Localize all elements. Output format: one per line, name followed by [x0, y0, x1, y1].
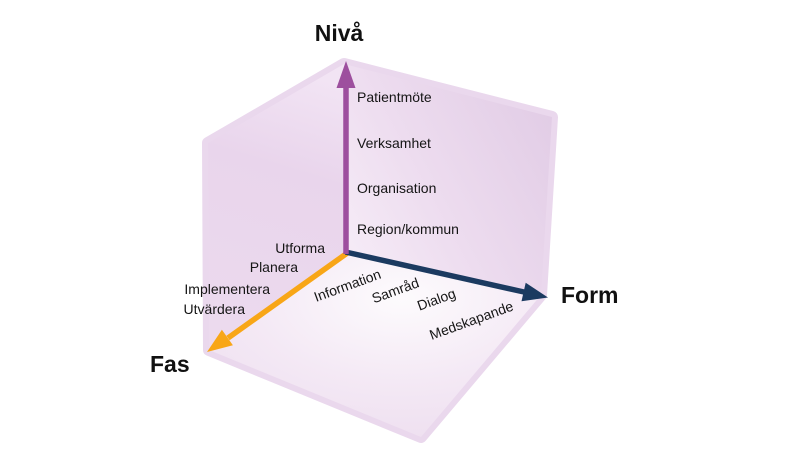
cube-face-bottom: [209, 252, 541, 437]
fas-axis-arrowhead: [207, 329, 233, 352]
niva-label-patientmote: Patientmöte: [357, 89, 432, 105]
niva-label-verksamhet: Verksamhet: [357, 135, 431, 151]
fas-axis-title: Fas: [150, 351, 190, 377]
fas-label-utforma: Utforma: [275, 240, 325, 256]
niva-label-organisation: Organisation: [357, 180, 436, 196]
niva-label-region-kommun: Region/kommun: [357, 221, 459, 237]
form-axis-title: Form: [561, 282, 619, 308]
cube-face-right: [344, 64, 552, 295]
fas-label-utvardera: Utvärdera: [184, 301, 246, 317]
niva-axis-title: Nivå: [315, 20, 364, 46]
fas-label-implementera: Implementera: [184, 281, 270, 297]
fas-label-planera: Planera: [250, 259, 298, 275]
form-axis-arrowhead: [521, 282, 548, 302]
form-axis-line: [344, 249, 525, 295]
niva-axis-arrowhead: [336, 61, 356, 88]
fas-axis-line: [226, 250, 350, 341]
cube-face-left: [208, 64, 347, 350]
